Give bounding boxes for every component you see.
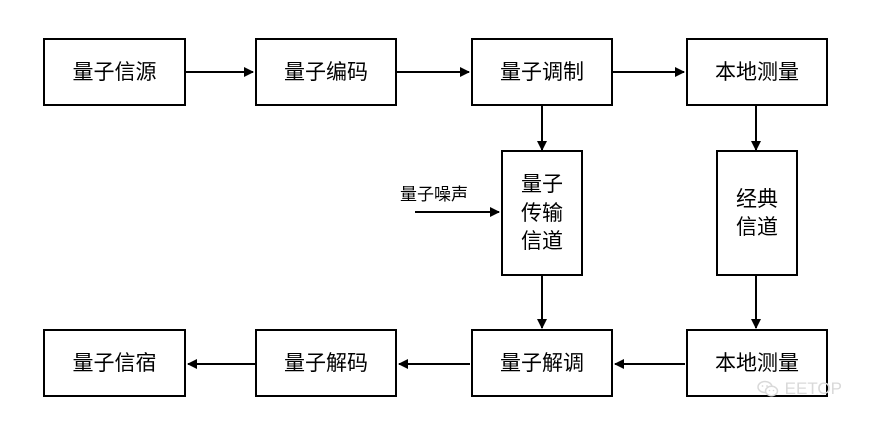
- node-label: 量子信源: [72, 59, 157, 84]
- node-label: 本地测量: [715, 350, 799, 375]
- node-quantum-encode: 量子编码: [255, 38, 397, 106]
- node-label: 量子信宿: [72, 350, 157, 375]
- node-label: 量子解码: [284, 350, 368, 375]
- node-quantum-source: 量子信源: [43, 38, 186, 106]
- node-label: 量子解调: [500, 350, 584, 375]
- node-label: 量子 传输 信道: [521, 172, 563, 254]
- node-label: 本地测量: [715, 59, 799, 84]
- node-label: 经典 信道: [736, 186, 778, 239]
- node-quantum-decode: 量子解码: [255, 329, 397, 397]
- node-quantum-modulate: 量子调制: [471, 38, 613, 106]
- noise-label: 量子噪声: [400, 185, 468, 205]
- node-quantum-sink: 量子信宿: [43, 329, 186, 397]
- node-local-measure-top: 本地测量: [686, 38, 828, 106]
- node-quantum-channel: 量子 传输 信道: [501, 150, 583, 276]
- wechat-icon: [756, 380, 778, 397]
- node-classical-channel: 经典 信道: [716, 150, 798, 276]
- node-label: 量子编码: [284, 59, 368, 84]
- watermark-text: EETOP: [784, 379, 842, 398]
- node-local-measure-bottom: 本地测量: [686, 329, 828, 397]
- node-quantum-demodulate: 量子解调: [471, 329, 613, 397]
- node-label: 量子调制: [500, 59, 584, 84]
- watermark: EETOP: [756, 379, 842, 399]
